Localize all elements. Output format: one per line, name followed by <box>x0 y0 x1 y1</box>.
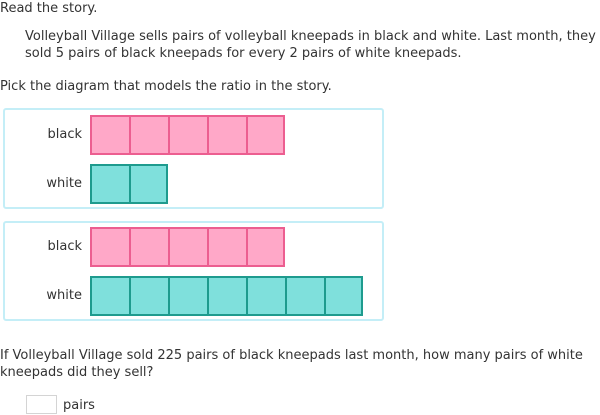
question-line-1: If Volleyball Village sold 225 pairs of … <box>0 348 583 363</box>
tape-row-white: white <box>5 276 382 316</box>
question-text: If Volleyball Village sold 225 pairs of … <box>0 347 583 381</box>
tape-unit <box>90 227 129 267</box>
tape-unit <box>129 276 168 316</box>
tape-unit <box>129 227 168 267</box>
tape-unit <box>90 164 129 204</box>
tape-unit <box>90 115 129 155</box>
tape-unit <box>246 115 285 155</box>
tape-unit <box>246 227 285 267</box>
answer-input[interactable] <box>26 395 57 414</box>
tape-unit <box>246 276 285 316</box>
tape-white <box>90 164 168 204</box>
tape-white <box>90 276 363 316</box>
tape-unit <box>168 276 207 316</box>
tape-unit <box>207 115 246 155</box>
tape-unit <box>129 115 168 155</box>
diagram-option-1[interactable]: black white <box>3 108 384 209</box>
tape-row-black: black <box>5 115 382 155</box>
tape-unit <box>129 164 168 204</box>
tape-unit <box>90 276 129 316</box>
tape-row-white: white <box>5 164 382 204</box>
tape-row-black: black <box>5 227 382 267</box>
story-line-2: sold 5 pairs of black kneepads for every… <box>25 46 462 61</box>
tape-unit <box>168 115 207 155</box>
story-text: Volleyball Village sells pairs of volley… <box>25 28 596 62</box>
row-label: black <box>47 239 82 254</box>
row-label: black <box>47 127 82 142</box>
tape-unit <box>324 276 363 316</box>
tape-unit <box>207 276 246 316</box>
read-story-instruction: Read the story. <box>0 1 98 16</box>
row-label: white <box>46 288 82 303</box>
diagram-option-2[interactable]: black white <box>3 221 384 321</box>
tape-unit <box>285 276 324 316</box>
question-line-2: kneepads did they sell? <box>0 365 154 380</box>
answer-unit-label: pairs <box>63 398 95 413</box>
row-label: white <box>46 176 82 191</box>
tape-black <box>90 115 285 155</box>
story-line-1: Volleyball Village sells pairs of volley… <box>25 29 596 44</box>
tape-black <box>90 227 285 267</box>
tape-unit <box>207 227 246 267</box>
tape-unit <box>168 227 207 267</box>
pick-diagram-instruction: Pick the diagram that models the ratio i… <box>0 79 332 94</box>
